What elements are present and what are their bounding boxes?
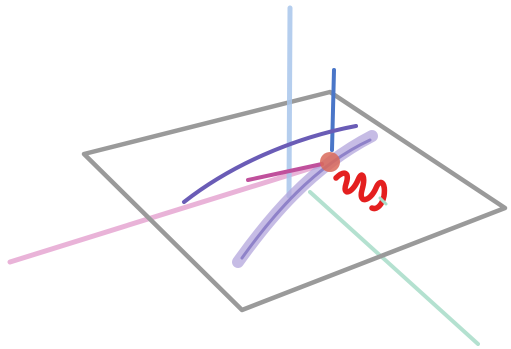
light-purple-curve-inner xyxy=(240,138,372,260)
magenta-segment xyxy=(246,162,324,182)
plane-outline xyxy=(81,89,508,313)
light-purple-curve xyxy=(232,130,378,268)
green-axis-line xyxy=(308,190,480,346)
red-circle-point xyxy=(320,152,340,172)
green-tick xyxy=(378,196,388,206)
vertical-axis-light xyxy=(286,5,293,199)
pink-axis-line xyxy=(7,163,321,265)
dark-purple-curve xyxy=(182,124,358,204)
red-zigzag-scribble xyxy=(333,170,388,212)
vertical-axis-dark xyxy=(330,68,336,152)
